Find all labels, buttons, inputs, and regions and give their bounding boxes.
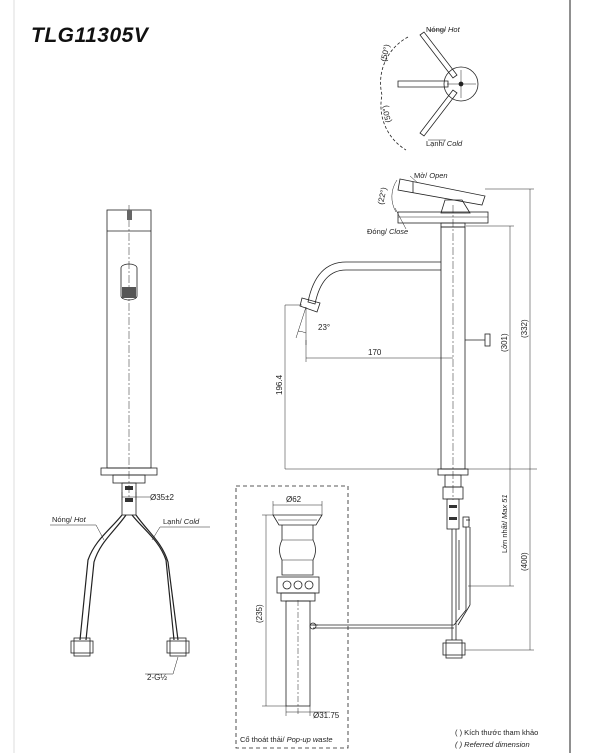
top-hot-label: Nóng/Hot [426,25,461,34]
legend-line-vi: ( ) Kích thước tham khảo [455,728,538,737]
thread-size-label: 2-G½ [147,673,167,682]
side-shank [446,498,460,530]
faucet-body-circle [443,66,479,102]
legend-line-en: ( ) Referred dimension [455,740,530,749]
front-view [50,205,210,675]
max-deck-thickness: Lớn nhất/Max 51 [500,494,509,553]
waste-top-diameter: Ø62 [286,495,302,504]
front-hot-label: Nóng/Hot [52,515,87,524]
neutral-handle-position [397,80,449,88]
front-cold-label: Lạnh/Cold [163,517,200,526]
popup-waste-panel [235,485,349,749]
side-view [284,175,537,659]
dimension-332: (332) [520,319,529,338]
popup-waste-frame [235,485,349,749]
cold-handle-position [419,89,458,137]
top-cold-label: Lạnh/Cold [426,139,463,148]
hot-hose-connector [73,637,91,657]
cold-hose-connector [169,637,187,657]
aerator [120,263,138,301]
waste-length: (235) [255,604,264,623]
lever-open-label: Mở/Open [414,171,448,180]
top-angle-cold: (50°) [380,104,392,123]
model-number: TLG11305V [31,24,149,47]
waste-bottom-diameter: Ø31.75 [313,711,340,720]
lever-angle-label: (22°) [376,186,388,205]
waste-flange [279,525,316,576]
top-angle-hot: (50°) [379,43,391,62]
waste-cap [272,514,323,526]
spout [307,261,441,305]
top-view [380,29,479,151]
lever-closed [397,211,489,224]
spout-height-dimension: 196.4 [275,374,284,395]
hot-handle-position [419,31,458,79]
dimension-301: (301) [500,333,509,352]
lever-close-label: Đóng/Close [367,227,408,236]
lever-open [397,178,486,206]
rotation-arc [380,36,409,151]
reach-dimension: 170 [368,348,382,357]
dimension-400: (400) [520,552,529,571]
popup-waste-caption: Cổ thoát thải/Pop-up waste [240,735,333,744]
shank-diameter-label: Ø35±2 [150,493,175,502]
spout-angle-label: 23° [318,323,330,332]
